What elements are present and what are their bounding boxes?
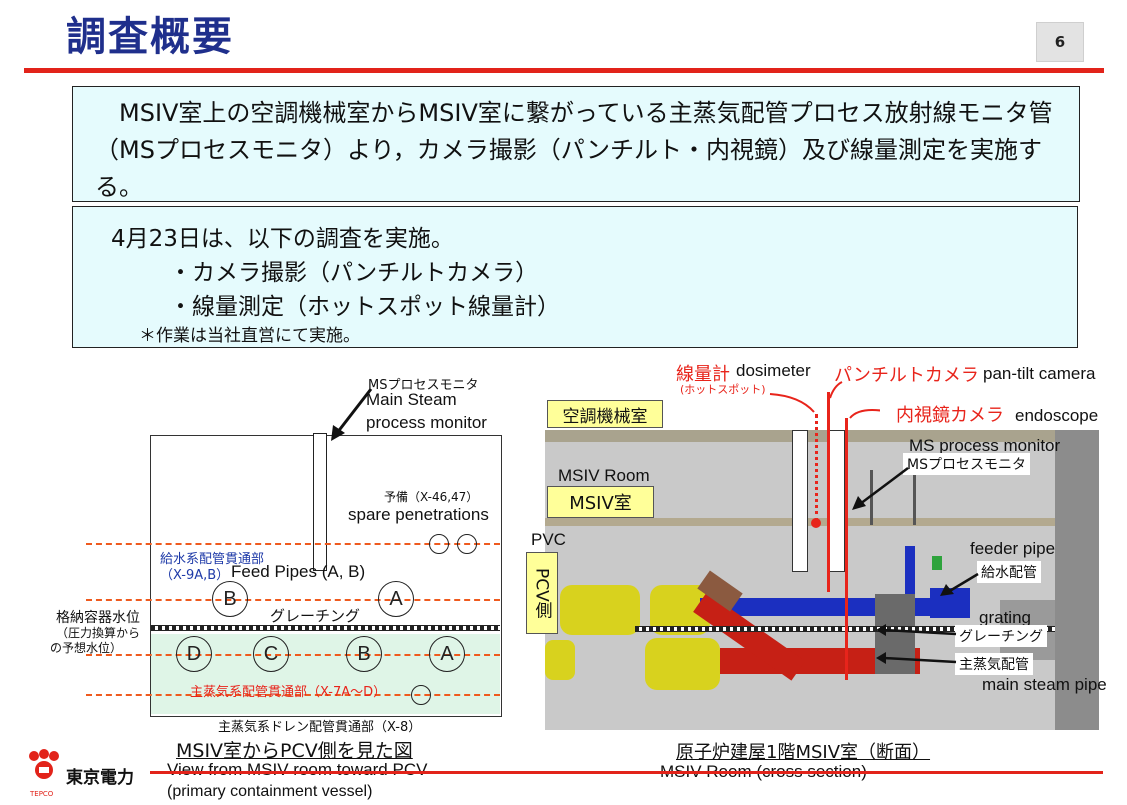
feeder-label-jp: 給水配管 (977, 561, 1041, 583)
upper-structure (545, 518, 1099, 526)
left-caption-jp: MSIV室からPCV側を見た図 (176, 740, 413, 762)
endoscope-label-jp: 内視鏡カメラ (896, 405, 1004, 426)
water-level-label-2: （圧力換算から (56, 626, 141, 640)
main-steam-label-jp: 主蒸気配管 (955, 653, 1033, 675)
msiv-room-label-en: MSIV Room (558, 466, 650, 485)
support-frame (870, 470, 916, 525)
drain-penetration (411, 685, 431, 705)
tepco-logo-text: 東京電力 (66, 768, 134, 788)
pan-tilt-label-jp: パンチルトカメラ (834, 365, 979, 386)
feeder-pointer (940, 572, 979, 596)
feed-label-jp: 給水系配管貫通部 (160, 552, 265, 567)
ms-monitor-arrow (331, 388, 373, 441)
green-valve (932, 556, 942, 570)
page-title: 調査概要 (66, 14, 234, 60)
feed-label-jp2: （X-9A,B） (160, 568, 230, 583)
steam-penetration-b: B (346, 636, 382, 672)
msiv-room-label-jp: MSIV室 (547, 486, 654, 518)
tepco-logo-icon (29, 749, 59, 779)
yellow-valve-1 (560, 585, 640, 635)
pan-tilt-label-en: pan-tilt camera (983, 364, 1096, 383)
floor-slab (545, 430, 1099, 442)
page-number: 6 (1036, 22, 1084, 62)
steam-penetration-d: D (176, 636, 212, 672)
feed-penetration-a: A (378, 581, 414, 617)
spare-label-jp: 予備（X-46,47） (384, 490, 479, 504)
steam-penetration-a: A (429, 636, 465, 672)
plan-box: 4月23日は、以下の調査を実施。 ・カメラ撮影（パンチルトカメラ） ・線量測定（… (72, 206, 1078, 348)
left-caption-en-2: (primary containment vessel) (167, 783, 373, 800)
feed-line (86, 599, 500, 601)
main-steam-pointer (876, 652, 957, 664)
main-steam-label-en: main steam pipe (982, 675, 1107, 694)
dosimeter-label-jp: 線量計 (676, 364, 730, 385)
plan-item-dose: ・線量測定（ホットスポット線量計） (169, 294, 560, 320)
pan-tilt-cable (827, 392, 830, 592)
feeder-pipe (700, 598, 960, 616)
left-ms-monitor-en-1: Main Steam (366, 390, 457, 409)
left-ms-monitor-en-2: process monitor (366, 413, 487, 432)
endoscope-cable (845, 418, 848, 680)
pvc-label-en: PVC (531, 530, 566, 549)
tepco-logo-sub: TEPCO (30, 790, 54, 798)
water-level-label-1: 格納容器水位 (56, 610, 140, 626)
dosimeter-label-en: dosimeter (736, 361, 811, 380)
hvac-room-label: 空調機械室 (547, 400, 663, 428)
header-divider (24, 68, 1104, 73)
yellow-valve-4 (645, 638, 720, 690)
left-grating-label: グレーチング (270, 607, 361, 625)
spare-penetration-1 (429, 534, 449, 554)
callout-arrows (769, 381, 880, 419)
plan-heading: 4月23日は、以下の調査を実施。 (111, 226, 454, 252)
plan-item-camera: ・カメラ撮影（パンチルトカメラ） (169, 260, 539, 286)
left-grating (151, 625, 500, 631)
steam-line (86, 654, 500, 656)
left-ms-monitor-jp: MSプロセスモニタ (368, 378, 479, 393)
ms-monitor-pointer (852, 467, 909, 510)
summary-text: MSIV室上の空調機械室からMSIV室に繋がっている主蒸気配管プロセス放射線モニ… (95, 99, 1053, 201)
spare-label-en: spare penetrations (348, 505, 489, 524)
feeder-pipe-riser (905, 546, 915, 606)
grating-pointer (876, 624, 957, 636)
right-caption-jp: 原子炉建屋1階MSIV室（断面） (676, 742, 931, 763)
ms-monitor-label-en: MS process monitor (909, 436, 1061, 455)
dosimeter-label-sub: (ホットスポット) (680, 383, 766, 396)
summary-box: MSIV室上の空調機械室からMSIV室に繋がっている主蒸気配管プロセス放射線モニ… (72, 86, 1080, 202)
pcv-side-label: PCV側 (526, 552, 558, 634)
grating-label-en: grating (979, 608, 1031, 627)
spare-penetration-2 (457, 534, 477, 554)
feeder-label-en: feeder pipe (970, 539, 1056, 558)
drain-line (86, 694, 500, 696)
ms-monitor-label-jp: MSプロセスモニタ (903, 453, 1030, 475)
ms-monitor-pipe (313, 433, 327, 571)
right-wall (1055, 430, 1099, 730)
water-level-label-3: の予想水位） (50, 641, 123, 655)
grating-label-jp: グレーチング (955, 625, 1047, 647)
spare-line (86, 543, 500, 545)
feed-penetration-b: B (212, 581, 248, 617)
dosimeter-head (811, 518, 821, 528)
main-steam-penetration-label: 主蒸気系配管貫通部（X-7A～D） (190, 685, 387, 700)
monitor-tube-1 (792, 430, 808, 572)
left-caption-en-1: View from MSIV room toward PCV (167, 760, 428, 779)
dosimeter-cable (815, 414, 818, 522)
feed-label-en: Feed Pipes (A, B) (231, 562, 366, 581)
footer-divider (150, 771, 1103, 774)
plan-note: ＊作業は当社直営にて実施。 (139, 326, 360, 346)
drain-label: 主蒸気系ドレン配管貫通部（X-8） (218, 720, 422, 735)
yellow-valve-3 (545, 640, 575, 680)
monitor-tube-2 (829, 430, 845, 572)
endoscope-label-en: endoscope (1015, 406, 1099, 425)
steam-penetration-c: C (253, 636, 289, 672)
